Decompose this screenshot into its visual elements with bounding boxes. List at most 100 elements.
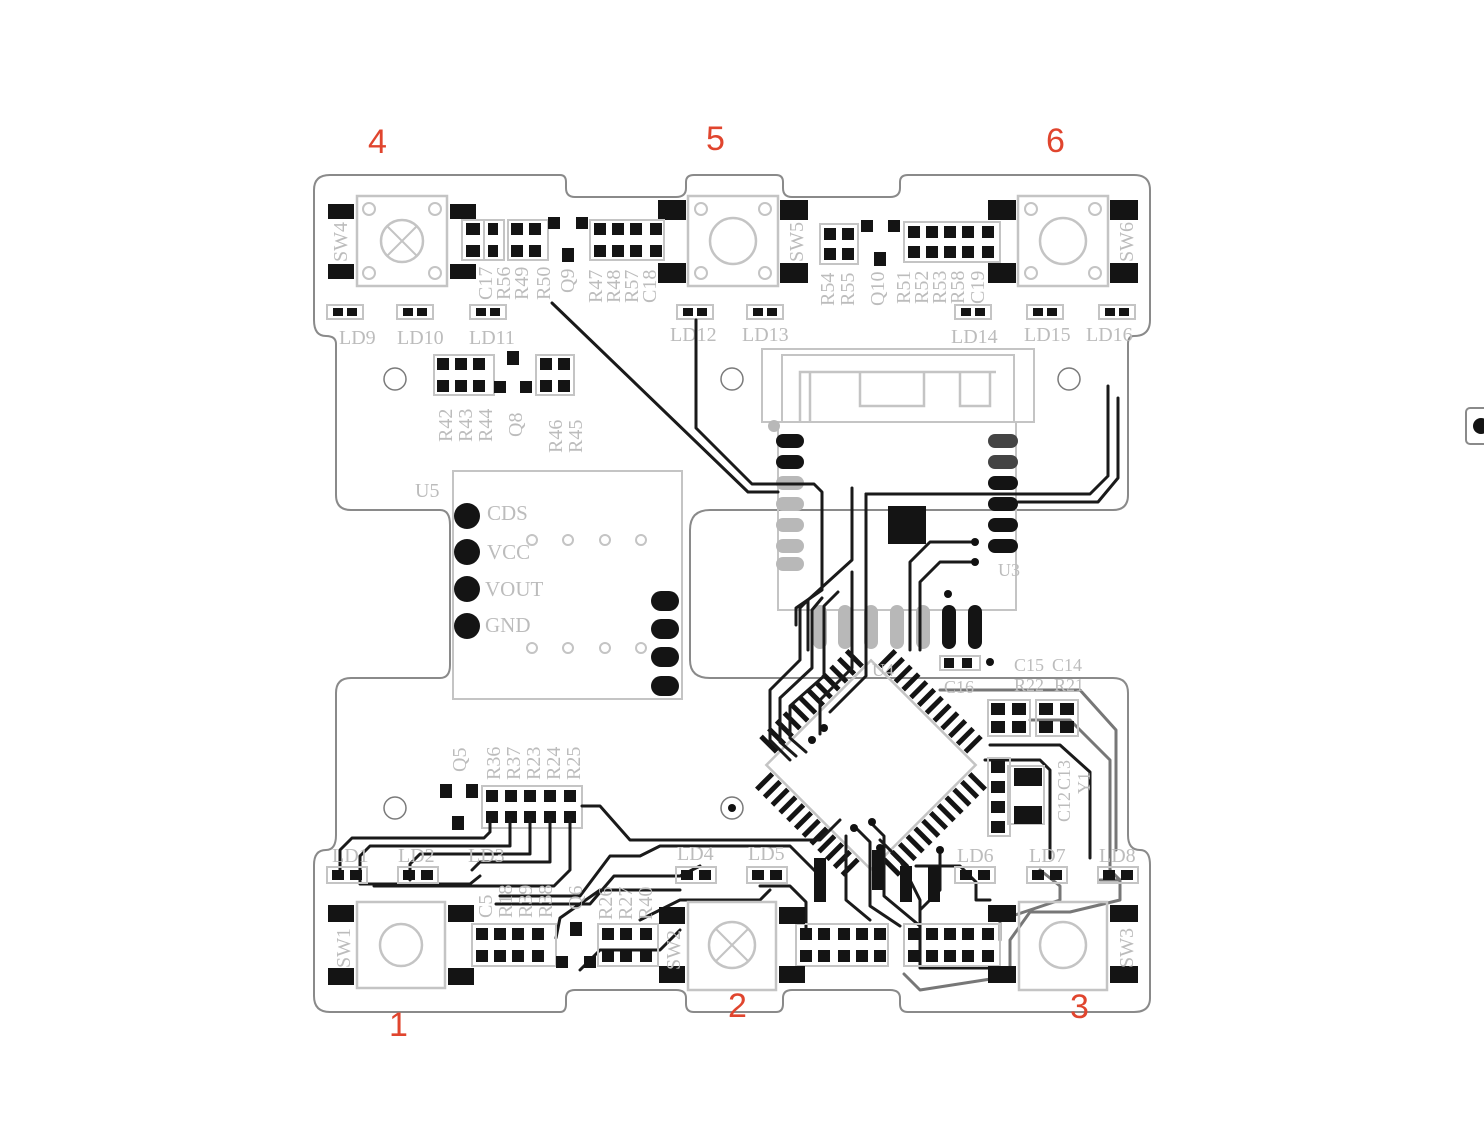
ref-r18: R18 (495, 885, 517, 918)
button-number-3: 3 (1070, 988, 1089, 1026)
top-right-passives: R54 R55 Q10 R51 R52 R53 R58 C19 (817, 220, 1001, 306)
ref-r22: R22 (1014, 675, 1044, 695)
ref-ld15: LD15 (1024, 324, 1071, 346)
switch-sw3: SW3 (988, 900, 1138, 992)
ref-r53: R53 (929, 271, 951, 304)
ref-c18: C18 (639, 270, 661, 303)
ref-ld3: LD3 (468, 845, 505, 867)
bottom-leds: LD1 LD2 LD3 LD4 LD5 LD6 LD7 LD8 (326, 843, 1139, 884)
switch-sw2: SW2 (659, 900, 805, 992)
mcu-pins-left (759, 649, 864, 754)
switch-sw6: SW6 (988, 194, 1138, 288)
sw3-label: SW3 (1116, 928, 1138, 968)
ref-q9: Q9 (557, 269, 579, 293)
mount-via (728, 804, 736, 812)
pin-gnd: GND (485, 613, 531, 637)
ref-r23: R23 (523, 747, 545, 780)
ref-c15: C15 (1014, 655, 1044, 675)
ref-ld14: LD14 (951, 326, 998, 348)
ref-c16: C16 (944, 677, 974, 697)
ref-ld1: LD1 (332, 845, 369, 867)
sw5-label: SW5 (786, 222, 808, 262)
sw2-label: SW2 (663, 930, 685, 970)
ref-ld8: LD8 (1099, 845, 1136, 867)
ref-r51: R51 (893, 271, 915, 304)
mount-hole (383, 796, 407, 820)
ref-r44: R44 (475, 409, 497, 442)
ref-r55: R55 (837, 273, 859, 306)
adjacent-panel-fragment (1465, 407, 1484, 445)
button-number-4: 4 (368, 123, 387, 161)
button-number-6: 6 (1046, 122, 1065, 160)
ref-y1: Y1 (1074, 772, 1094, 794)
bottom-center-passives (795, 850, 1001, 967)
ref-r56: R56 (493, 267, 515, 300)
ref-r46: R46 (545, 420, 567, 453)
mount-hole (720, 367, 744, 391)
ref-r21: R21 (1054, 675, 1084, 695)
ref-c17: C17 (475, 267, 497, 300)
ref-c14: C14 (1052, 655, 1082, 675)
ref-r39: R39 (515, 885, 537, 918)
ref-r26: R26 (595, 887, 617, 920)
ref-r58: R58 (947, 271, 969, 304)
mount-hole (383, 367, 407, 391)
bottom-left-passives: Q5 R36 R37 R23 R24 R25 (440, 747, 585, 830)
button-number-2: 2 (728, 987, 747, 1025)
button-number-5: 5 (706, 120, 725, 158)
pin-cds: CDS (487, 501, 528, 525)
ref-c19: C19 (967, 271, 989, 304)
ref-q10: Q10 (867, 272, 889, 306)
ref-r49: R49 (511, 267, 533, 300)
ref-ld10: LD10 (397, 327, 444, 349)
ref-r27: R27 (615, 887, 637, 920)
ref-ld9: LD9 (339, 327, 376, 349)
ref-u5: U5 (415, 480, 439, 502)
switch-sw4: SW4 (328, 194, 476, 288)
ref-ld4: LD4 (677, 843, 714, 865)
ref-ld2: LD2 (398, 845, 435, 867)
mcu-pins-top (878, 649, 983, 754)
ref-r43: R43 (455, 409, 477, 442)
mid-left-passives: R42 R43 R44 Q8 R46 R45 (433, 351, 587, 453)
bottom-row-passives: C5 R18 R39 R38 Q6 R26 R27 R40 (471, 885, 659, 968)
ref-r36: R36 (483, 747, 505, 780)
crystal-y1: C12 C13 Y1 (987, 757, 1094, 837)
button-number-1: 1 (389, 1006, 408, 1044)
ref-r42: R42 (435, 409, 457, 442)
ref-r45: R45 (565, 420, 587, 453)
ref-r38: R38 (535, 885, 557, 918)
sw1-label: SW1 (333, 928, 355, 968)
ref-q6: Q6 (565, 886, 587, 910)
pin-vout: VOUT (485, 577, 543, 601)
ref-ld12: LD12 (670, 324, 717, 346)
ref-c5: C5 (475, 895, 497, 918)
ref-r52: R52 (911, 271, 933, 304)
mcu-right-passives: C16 C15 C14 R22 R21 (939, 655, 1084, 737)
ref-u3: U3 (998, 560, 1020, 580)
ref-r37: R37 (503, 747, 525, 780)
ref-ld16: LD16 (1086, 324, 1133, 346)
sw4-label: SW4 (330, 222, 352, 262)
ref-r24: R24 (543, 747, 565, 780)
switch-sw5: SW5 (658, 194, 808, 288)
ref-r50: R50 (533, 267, 555, 300)
ref-c13: C13 (1054, 760, 1074, 790)
ref-ld5: LD5 (748, 843, 785, 865)
pin-vcc: VCC (487, 540, 530, 564)
ref-q8: Q8 (505, 413, 527, 437)
sw6-label: SW6 (1116, 222, 1138, 262)
sensor-u5: U5 CDS VCC VOUT GND (415, 470, 683, 700)
ref-ld11: LD11 (469, 327, 515, 349)
ref-r40: R40 (635, 887, 657, 920)
switch-sw1: SW1 (328, 900, 474, 990)
ref-r25: R25 (563, 747, 585, 780)
ref-c12: C12 (1054, 792, 1074, 822)
ref-u4: U4 (872, 660, 894, 680)
mcu-pins-bottom (755, 772, 860, 877)
ref-r57: R57 (621, 270, 643, 303)
ref-q5: Q5 (449, 748, 471, 772)
ref-ld6: LD6 (957, 845, 994, 867)
ref-ld7: LD7 (1029, 845, 1066, 867)
